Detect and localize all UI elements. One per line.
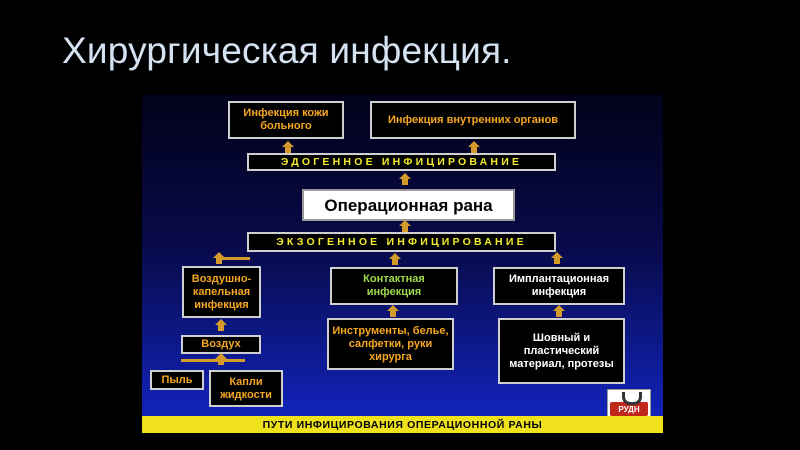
footer-label: ПУТИ ИНФИЦИРОВАНИЯ ОПЕРАЦИОННОЙ РАНЫ xyxy=(262,418,543,431)
logo-text: РУДН xyxy=(610,402,648,416)
arrow-implant-to-exogenous xyxy=(551,252,563,264)
arrow-contact-to-exogenous xyxy=(389,253,401,265)
contact-infection-box: Контактная инфекция xyxy=(330,267,458,305)
arrow-airborne-to-exogenous xyxy=(213,252,225,264)
arrow-skin-to-endogenous xyxy=(282,141,294,153)
arrow-internal-to-endogenous xyxy=(468,141,480,153)
dust-label: Пыль xyxy=(161,373,193,386)
dust-box: Пыль xyxy=(150,370,204,390)
arrow-suture-to-implant xyxy=(553,305,565,317)
suture-material-box: Шовный и пластический материал, протезы xyxy=(498,318,625,384)
internal-infection-box: Инфекция внутренних органов xyxy=(370,101,576,139)
liquid-drops-label: Капли жидкости xyxy=(220,375,272,401)
air-box: Воздух xyxy=(181,335,261,354)
skin-infection-box: Инфекция кожи больного xyxy=(228,101,344,139)
liquid-drops-box: Капли жидкости xyxy=(209,370,283,407)
air-label: Воздух xyxy=(201,338,241,350)
arrow-air-to-airborne xyxy=(215,319,227,331)
connector-airborne xyxy=(216,257,250,260)
diagram-footer: ПУТИ ИНФИЦИРОВАНИЯ ОПЕРАЦИОННОЙ РАНЫ xyxy=(142,416,663,433)
endogenous-label: ЭДОГЕННОЕ ИНФИЦИРОВАНИЕ xyxy=(280,155,523,168)
arrow-sources-to-air xyxy=(215,353,227,365)
suture-material-label: Шовный и пластический материал, протезы xyxy=(509,331,614,370)
skin-infection-label: Инфекция кожи больного xyxy=(243,107,329,132)
instruments-label: Инструменты, белье, салфетки, руки хирур… xyxy=(332,324,449,363)
logo-u-mark-icon xyxy=(622,392,642,405)
exogenous-strip: ЭКЗОГЕННОЕ ИНФИЦИРОВАНИЕ xyxy=(247,232,556,252)
endogenous-strip: ЭДОГЕННОЕ ИНФИЦИРОВАНИЕ xyxy=(247,153,556,171)
operative-wound-box: Операционная рана xyxy=(302,189,515,221)
arrow-instruments-to-contact xyxy=(387,305,399,317)
airborne-infection-label: Воздушно-капельная инфекция xyxy=(191,272,252,311)
slide-title: Хирургическая инфекция. xyxy=(62,30,512,71)
arrow-exogenous-to-wound xyxy=(399,220,411,232)
connector-air-sources xyxy=(181,359,245,362)
contact-infection-label: Контактная инфекция xyxy=(363,273,425,298)
connector-implant xyxy=(554,257,560,260)
implant-infection-box: Имплантационная инфекция xyxy=(493,267,625,305)
operative-wound-label: Операционная рана xyxy=(324,195,493,215)
internal-infection-label: Инфекция внутренних органов xyxy=(387,113,559,126)
airborne-infection-box: Воздушно-капельная инфекция xyxy=(182,266,261,318)
exogenous-label: ЭКЗОГЕННОЕ ИНФИЦИРОВАНИЕ xyxy=(276,235,527,248)
arrow-endogenous-to-wound xyxy=(399,173,411,185)
instruments-box: Инструменты, белье, салфетки, руки хирур… xyxy=(327,318,454,370)
implant-infection-label: Имплантационная инфекция xyxy=(508,273,609,298)
